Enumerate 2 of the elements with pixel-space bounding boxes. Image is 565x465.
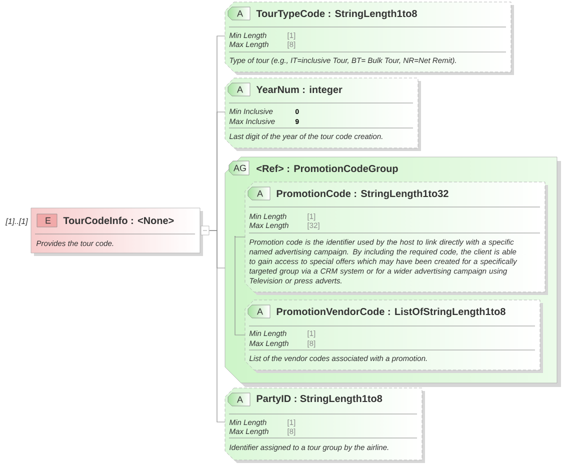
node-title: <Ref> : PromotionCodeGroup [256,164,398,174]
type-badge: AG [228,160,250,176]
